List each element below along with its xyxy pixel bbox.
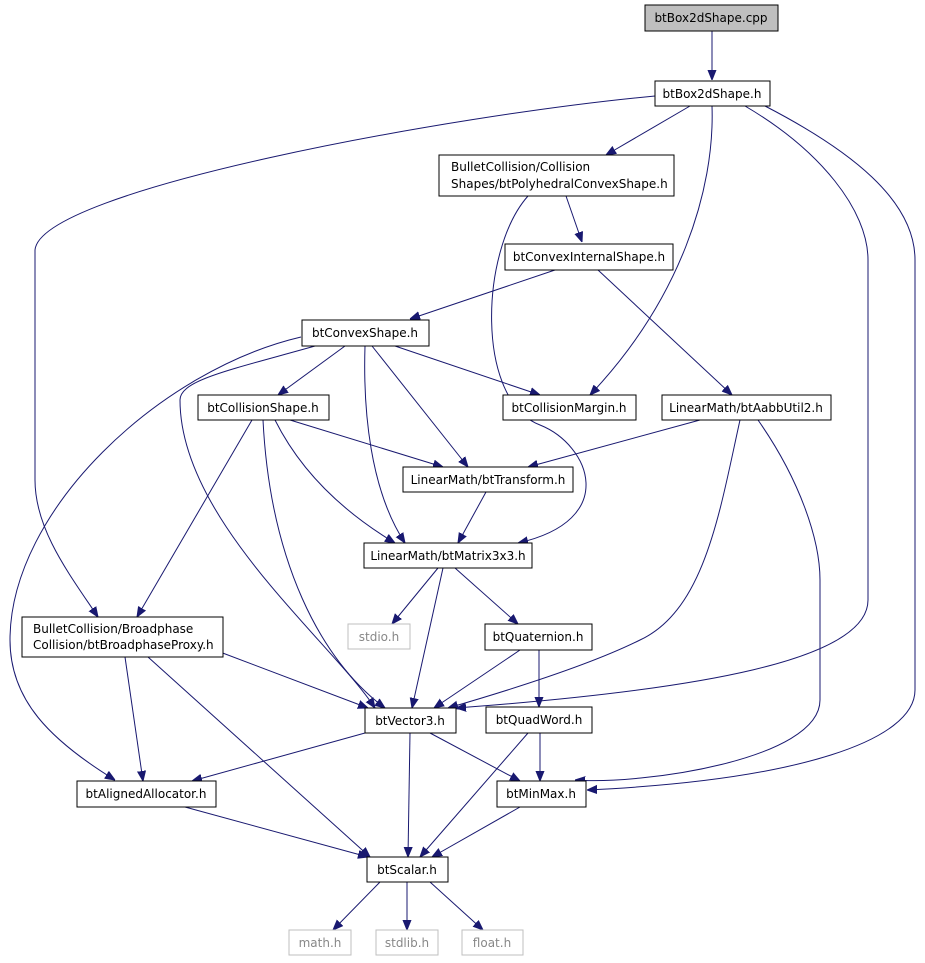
edge-aabbutil2-to-minmax: [575, 419, 821, 781]
node-btbox2dshape-cpp: btBox2dShape.cpp: [644, 4, 779, 32]
edge-scalar-to-float: [429, 881, 483, 930]
node-label: btAlignedAllocator.h: [86, 787, 207, 801]
node-label: stdio.h: [359, 630, 399, 644]
edge-minmax-to-scalar: [432, 806, 521, 857]
edge-convexshape-to-collisionshape: [278, 345, 346, 395]
node-btmatrix3x3-h[interactable]: LinearMath/btMatrix3x3.h: [363, 542, 533, 569]
node-stdio-h: stdio.h: [347, 623, 411, 650]
node-btbox2dshape-h[interactable]: btBox2dShape.h: [654, 80, 771, 107]
node-label: LinearMath/btAabbUtil2.h: [669, 401, 823, 415]
node-btminmax-h[interactable]: btMinMax.h: [496, 780, 587, 808]
node-btaabbutil2-h[interactable]: LinearMath/btAabbUtil2.h: [661, 394, 832, 421]
node-btcollisionshape-h[interactable]: btCollisionShape.h: [197, 394, 330, 421]
node-btconvexinternalshape-h[interactable]: btConvexInternalShape.h: [504, 243, 674, 271]
node-label: stdlib.h: [385, 936, 429, 950]
node-float-h: float.h: [461, 929, 524, 956]
node-label: btScalar.h: [377, 863, 437, 877]
edge-vector3-to-scalar: [408, 732, 410, 857]
edge-polyhedral-to-matrix3x3: [491, 195, 587, 543]
edge-broadphase-to-scalar: [147, 656, 370, 857]
edge-box2dshape-to-broadphase: [34, 95, 656, 617]
edge-polyhedral-to-convexinternal: [565, 195, 582, 242]
node-btbroadphaseproxy-h[interactable]: BulletCollision/Broadphase Collision/btB…: [21, 616, 224, 658]
node-label: btMinMax.h: [506, 787, 576, 801]
edges: [9, 31, 916, 930]
node-bttransform-h[interactable]: LinearMath/btTransform.h: [402, 466, 574, 493]
node-btconvexshape-h[interactable]: btConvexShape.h: [301, 319, 430, 347]
edge-collisionshape-to-matrix3x3: [274, 419, 395, 543]
edge-alignedallocator-to-scalar: [184, 806, 368, 857]
edge-convexshape-to-vector3: [179, 345, 375, 708]
edge-box2dshape-to-vector3: [456, 105, 869, 708]
node-label: LinearMath/btMatrix3x3.h: [370, 549, 525, 563]
node-label: btCollisionShape.h: [207, 401, 319, 415]
node-label-line1: BulletCollision/Broadphase: [33, 622, 193, 636]
node-btcollisionmargin-h[interactable]: btCollisionMargin.h: [502, 394, 637, 421]
edge-vector3-to-alignedallocator: [192, 732, 366, 781]
edge-aabbutil2-to-vector3: [448, 419, 741, 708]
edge-broadphase-to-alignedallocator: [124, 656, 143, 781]
edge-transform-to-matrix3x3: [458, 491, 487, 543]
edge-convexshape-to-matrix3x3: [364, 345, 405, 543]
node-label: btVector3.h: [375, 714, 445, 728]
node-btscalar-h[interactable]: btScalar.h: [366, 856, 449, 883]
node-math-h: math.h: [288, 929, 352, 956]
node-btpolyhedralconvexshape-h[interactable]: BulletCollision/Collision Shapes/btPolyh…: [438, 154, 675, 197]
node-label: btCollisionMargin.h: [512, 401, 627, 415]
edge-broadphase-to-vector3: [219, 651, 368, 708]
node-label: btQuadWord.h: [496, 713, 583, 727]
edge-matrix3x3-to-vector3: [412, 567, 444, 708]
edge-quaternion-to-vector3: [434, 649, 521, 708]
node-btquaternion-h[interactable]: btQuaternion.h: [484, 623, 593, 651]
node-btalignedallocator-h[interactable]: btAlignedAllocator.h: [76, 780, 217, 808]
node-btquadword-h[interactable]: btQuadWord.h: [485, 706, 593, 734]
node-label: btBox2dShape.h: [663, 87, 762, 101]
edge-quadword-to-scalar: [420, 732, 529, 857]
edge-box2dshape-to-polyhedral: [606, 105, 691, 155]
node-label: float.h: [473, 936, 511, 950]
node-btvector3-h[interactable]: btVector3.h: [364, 707, 457, 734]
edge-vector3-to-minmax: [429, 732, 520, 781]
edge-matrix3x3-to-stdio: [392, 567, 439, 624]
node-stdlib-h: stdlib.h: [375, 929, 439, 956]
node-label-line2: Collision/btBroadphaseProxy.h: [33, 638, 214, 652]
edge-scalar-to-math: [333, 881, 381, 930]
edge-aabbutil2-to-transform: [528, 419, 701, 467]
node-label: btConvexInternalShape.h: [513, 250, 665, 264]
nodes: btBox2dShape.cpp btBox2dShape.h BulletCo…: [21, 4, 832, 956]
node-label-line1: BulletCollision/Collision: [451, 160, 590, 174]
edge-convexshape-to-alignedallocator: [9, 336, 302, 780]
node-label-line2: Shapes/btPolyhedralConvexShape.h: [451, 177, 668, 191]
edge-convexshape-to-collisionmargin: [394, 345, 540, 395]
edge-box2dshape-to-minmax: [587, 105, 916, 790]
node-label: btBox2dShape.cpp: [654, 11, 767, 25]
edge-collisionshape-to-transform: [289, 419, 443, 467]
edge-convexshape-to-transform: [371, 345, 468, 467]
node-label: btConvexShape.h: [312, 326, 418, 340]
edge-matrix3x3-to-quaternion: [454, 567, 518, 624]
node-label: math.h: [299, 936, 342, 950]
edge-convexinternal-to-aabbutil2: [597, 269, 732, 395]
edge-collisionshape-to-broadphase: [137, 419, 253, 617]
node-label: btQuaternion.h: [493, 630, 584, 644]
edge-collisionshape-to-vector3: [262, 419, 385, 708]
edge-box2dshape-to-collisionmargin: [590, 105, 713, 395]
edge-convexinternal-to-convexshape: [410, 269, 556, 319]
node-label: LinearMath/btTransform.h: [411, 473, 566, 487]
